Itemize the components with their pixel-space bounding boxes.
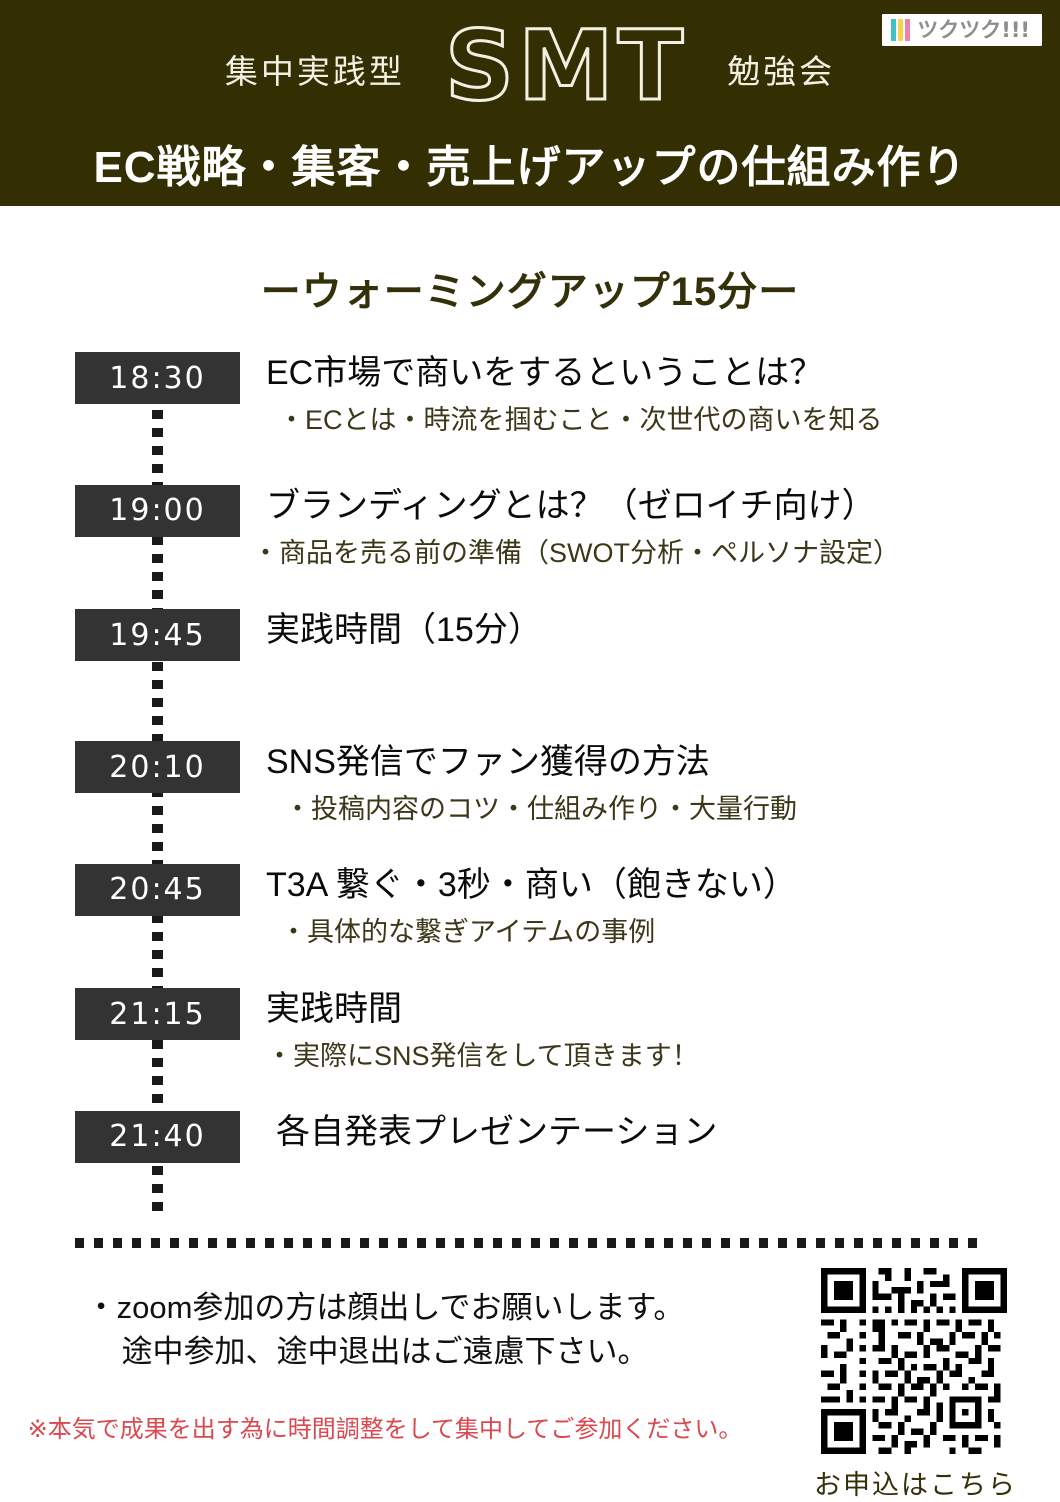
schedule-row-text: SNS発信でファン獲得の方法 ・投稿内容のコツ・仕組み作り・大量行動 [266, 741, 797, 826]
schedule-row-text: 実践時間 ・実際にSNS発信をして頂きます！ [266, 988, 699, 1073]
time-badge: 20:45 [75, 863, 240, 916]
header-title-row: 集中実践型 SMT 勉強会 [0, 14, 1060, 124]
schedule-row: 20:10 SNS発信でファン獲得の方法 ・投稿内容のコツ・仕組み作り・大量行動 [0, 741, 1060, 826]
schedule-title: ブランディングとは？（ゼロイチ向け） [266, 486, 876, 525]
section-divider [75, 1238, 985, 1248]
time-badge: 18:30 [75, 352, 240, 404]
timeline-dotted-spine [152, 392, 163, 1214]
qr-code-icon[interactable] [821, 1268, 1007, 1454]
time-badge: 20:10 [75, 741, 240, 793]
logo-text: ツクツク!!! [917, 17, 1030, 42]
time-badge: 21:15 [75, 988, 240, 1040]
schedule-row: 20:45 T3A 繋ぐ・3秒・商い（飽きない） ・具体的な繋ぎアイテムの事例 [0, 863, 1060, 949]
schedule-subtitle: ・ECとは・時流を掴むこと・次世代の商いを知る [278, 405, 883, 436]
section-title: ーウォーミングアップ15分ー [260, 270, 800, 314]
logo-bars-icon [891, 19, 911, 41]
header-banner-text: EC戦略・集客・売上げアップの仕組み作り [93, 143, 967, 192]
brand-title: SMT [443, 10, 688, 122]
footer-notes: ・zoom参加の方は顔出しでお願いします。 途中参加、途中退出はご遠慮下さい。 … [0, 1286, 770, 1445]
tsukutsuku-logo: ツクツク!!! [882, 14, 1042, 46]
footer-note-line-1: ・zoom参加の方は顔出しでお願いします。 [85, 1290, 685, 1325]
schedule-subtitle: ・商品を売る前の準備（SWOT分析・ペルソナ設定） [252, 537, 900, 568]
schedule-title: SNS発信でファン獲得の方法 [266, 743, 710, 781]
schedule-row-text: ブランディングとは？（ゼロイチ向け） ・商品を売る前の準備（SWOT分析・ペルソ… [252, 485, 900, 570]
qr-signup-block[interactable]: お申込はこちら [814, 1268, 1017, 1502]
time-badge: 21:40 [75, 1110, 240, 1163]
time-badge: 19:00 [75, 484, 240, 537]
schedule-subtitle: ・実際にSNS発信をして頂きます！ [266, 1041, 699, 1072]
schedule-row: 18:30 EC市場で商いをするということは？ ・ECとは・時流を掴むこと・次世… [0, 352, 1060, 437]
schedule-title: 実践時間（15分） [266, 611, 542, 649]
schedule-row: 21:40 各自発表プレゼンテーション [0, 1110, 1060, 1163]
footer-note-line-2: 途中参加、途中退出はご遠慮下さい。 [121, 1334, 649, 1370]
schedule-row: 19:00 ブランディングとは？（ゼロイチ向け） ・商品を売る前の準備（SWOT… [0, 484, 1060, 570]
schedule-row-text: 各自発表プレゼンテーション [266, 1111, 717, 1152]
schedule-row: 21:15 実践時間 ・実際にSNS発信をして頂きます！ [0, 988, 1060, 1073]
qr-caption: お申込はこちら [814, 1470, 1017, 1500]
schedule-title: 実践時間 [266, 990, 402, 1028]
schedule-title: T3A 繋ぐ・3秒・商い（飽きない） [266, 865, 797, 904]
footer-warning-note: ※本気で成果を出す為に時間調整をして集中してご参加ください。 [27, 1416, 743, 1444]
schedule-row: 19:45 実践時間（15分） [0, 609, 1060, 661]
schedule-subtitle: ・具体的な繋ぎアイテムの事例 [280, 916, 656, 947]
schedule-title: EC市場で商いをするということは？ [266, 354, 824, 392]
schedule-timeline: 18:30 EC市場で商いをするということは？ ・ECとは・時流を掴むこと・次世… [0, 352, 1060, 1214]
schedule-row-text: EC市場で商いをするということは？ ・ECとは・時流を掴むこと・次世代の商いを知… [266, 352, 883, 437]
poster-footer: ・zoom参加の方は顔出しでお願いします。 途中参加、途中退出はご遠慮下さい。 … [0, 1268, 1060, 1500]
poster-header: 集中実践型 SMT 勉強会 EC戦略・集客・売上げアップの仕組み作り ツクツク!… [0, 0, 1060, 206]
schedule-subtitle: ・投稿内容のコツ・仕組み作り・大量行動 [284, 794, 797, 825]
schedule-title: 各自発表プレゼンテーション [276, 1112, 718, 1151]
schedule-row-text: T3A 繋ぐ・3秒・商い（飽きない） ・具体的な繋ぎアイテムの事例 [266, 864, 797, 949]
header-keyword-right: 勉強会 [727, 53, 836, 90]
time-badge: 19:45 [75, 609, 240, 661]
header-keyword-left: 集中実践型 [224, 53, 405, 90]
schedule-row-text: 実践時間（15分） [266, 609, 542, 650]
